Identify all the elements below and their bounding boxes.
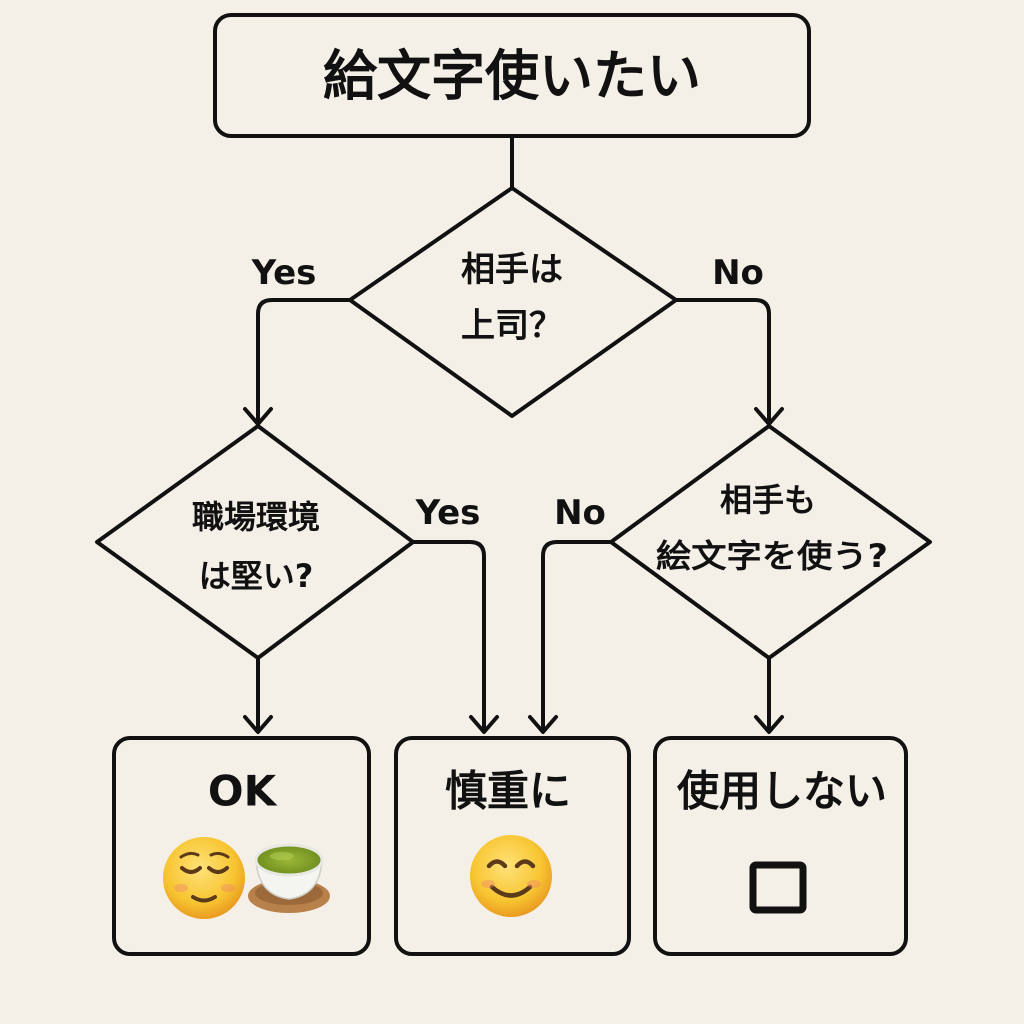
connector-workplace-yes (411, 540, 486, 732)
connector-boss-yes (256, 298, 352, 424)
decision-workplace-diamond (95, 424, 415, 660)
result-careful: 慎重に (394, 736, 631, 956)
connectors (243, 135, 784, 734)
arrowhead-partner-no (528, 715, 558, 734)
start-box (213, 13, 811, 138)
decision-boss: 相手は 上司？ (348, 186, 678, 418)
relieved-face-icon (163, 837, 245, 919)
decision-workplace: 職場環境 は堅い? (95, 424, 415, 660)
arrowhead-workplace-to-ok (243, 715, 273, 734)
edge-label-partner-no: No (554, 493, 606, 533)
decision-partner-diamond (609, 424, 932, 660)
arrowhead-partner-to-none (754, 715, 784, 734)
decision-workplace-line1: 職場環境 (192, 498, 320, 536)
empty-square-icon (749, 861, 807, 914)
result-ok: OK (112, 736, 371, 956)
smiling-face-icon (470, 835, 552, 917)
decision-boss-line1: 相手は (461, 250, 563, 290)
result-none-label: 使用しない (677, 767, 887, 816)
result-careful-label: 慎重に (445, 767, 571, 816)
green-tea-icon (248, 843, 330, 913)
start-label: 給文字使いたい (323, 45, 701, 108)
start-node: 給文字使いたい (213, 13, 811, 138)
decision-partner-line1: 相手も (720, 481, 816, 519)
edge-labels: Yes No Yes No (251, 253, 764, 533)
edge-label-workplace-yes: Yes (415, 493, 481, 533)
arrowhead-workplace-yes (469, 715, 499, 734)
edge-label-boss-yes: Yes (251, 253, 317, 293)
connector-partner-no (541, 540, 613, 732)
connector-boss-no (674, 298, 771, 424)
decision-workplace-line2: は堅い? (199, 557, 314, 595)
decision-partner: 相手も 絵文字を使う? (609, 424, 932, 660)
result-none-box (653, 736, 908, 956)
decision-boss-line2: 上司？ (461, 306, 563, 346)
edge-label-boss-no: No (712, 253, 764, 293)
decision-partner-line2: 絵文字を使う? (656, 537, 888, 575)
result-none: 使用しない (653, 736, 908, 956)
decision-boss-diamond (348, 186, 678, 418)
result-ok-label: OK (208, 767, 278, 816)
